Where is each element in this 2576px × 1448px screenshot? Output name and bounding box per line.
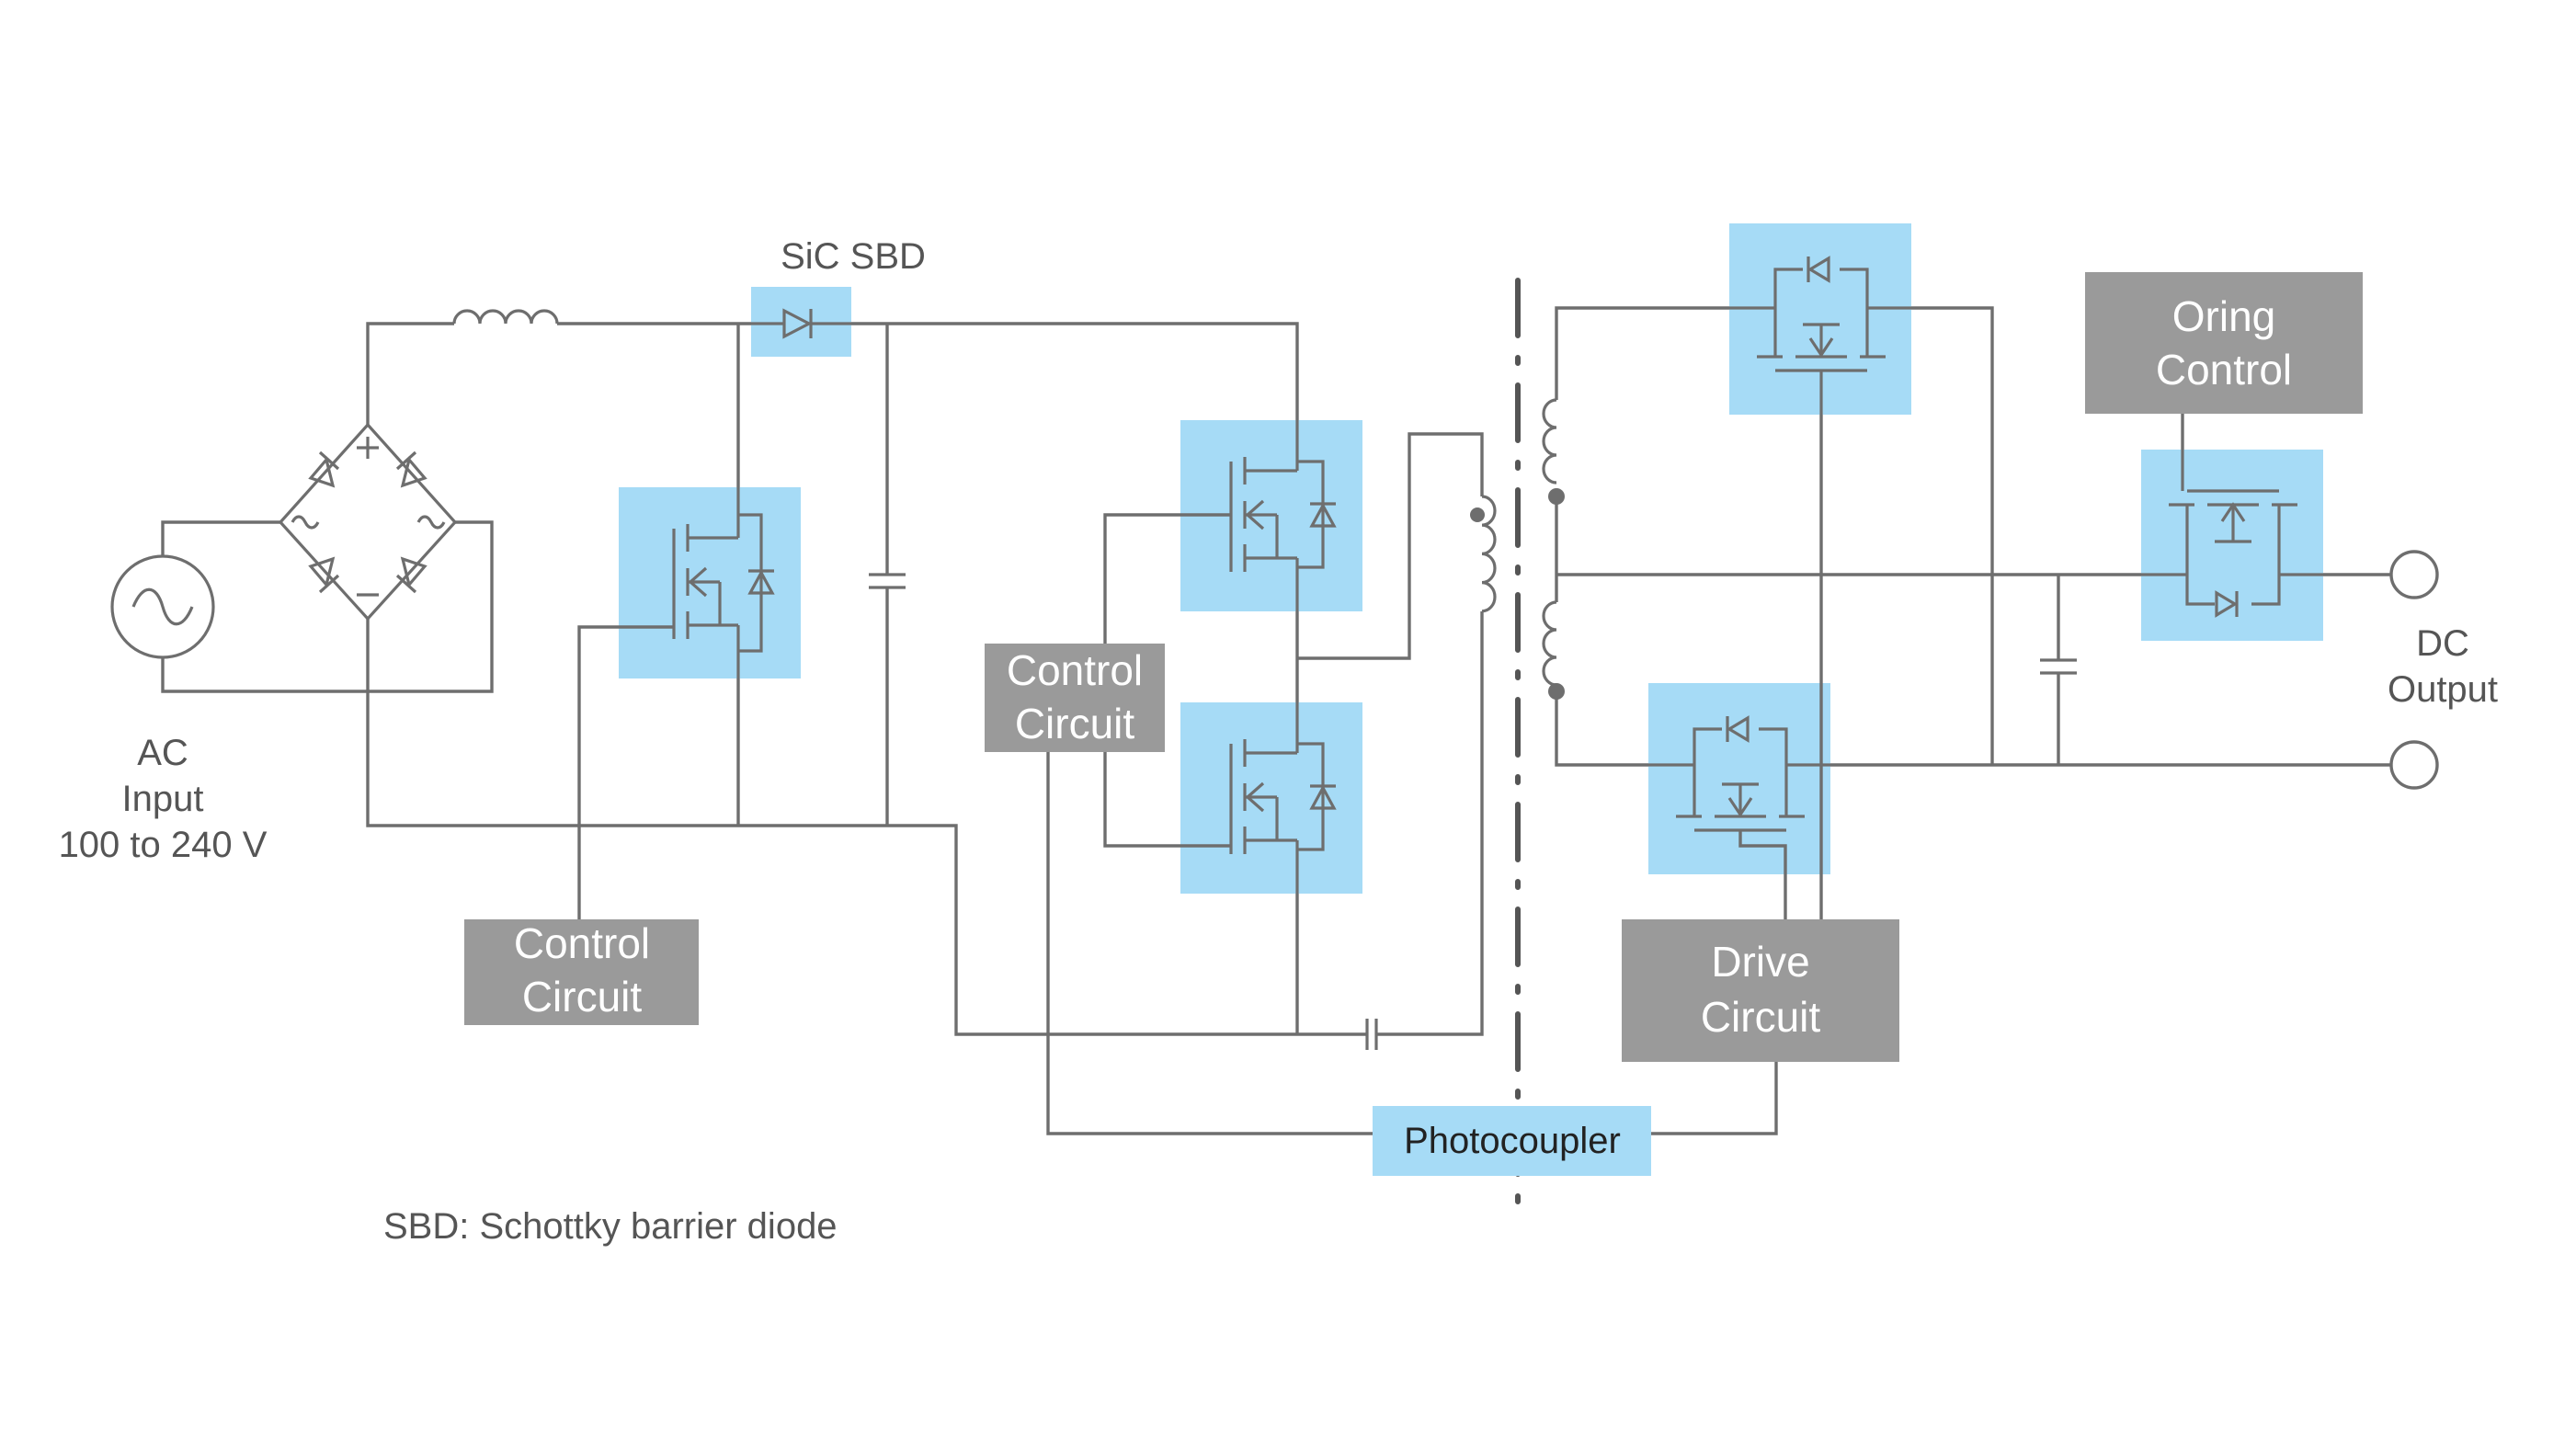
- output-capacitor: [2040, 658, 2077, 675]
- bulk-capacitor: [869, 573, 906, 589]
- resonant-capacitor: [1365, 1019, 1378, 1050]
- ac-input-label-line2: Input: [122, 779, 204, 819]
- upper-mosfet-symbol: [1229, 420, 1337, 611]
- bridge-rectifier: [278, 422, 458, 621]
- pfc-inductor: [452, 309, 559, 325]
- control-circuit-mid-label-line1: Control: [1007, 646, 1143, 694]
- footnote: SBD: Schottky barrier diode: [383, 1206, 838, 1247]
- oring-mosfet-highlight: [2141, 450, 2323, 641]
- transformer-primary: [1481, 495, 1497, 613]
- sic-sbd-diode: [751, 308, 851, 339]
- dc-output-positive-terminal: [2389, 550, 2439, 599]
- control-circuit-left-label-line1: Control: [514, 919, 650, 967]
- sic-sbd-highlight: [751, 287, 851, 357]
- transformer-secondary-lower: [1542, 600, 1557, 687]
- control-circuit-mid-label-line2: Circuit: [1015, 700, 1135, 747]
- control-circuit-mid-block: [985, 644, 1165, 752]
- ac-input-label-line1: AC: [137, 733, 188, 773]
- dc-output-label-line1: DC: [2416, 623, 2469, 664]
- sic-sbd-label: SiC SBD: [781, 236, 926, 277]
- oring-mosfet-symbol: [2141, 450, 2323, 618]
- lower-mosfet-symbol: [1229, 702, 1337, 894]
- dc-output-negative-terminal: [2389, 740, 2439, 790]
- control-circuit-left-block: [464, 919, 699, 1025]
- oring-control-label-line1: Oring: [2172, 292, 2275, 340]
- photocoupler-block: [1373, 1106, 1651, 1176]
- transformer-secondary-upper: [1542, 398, 1557, 485]
- drive-circuit-block: [1622, 919, 1899, 1062]
- pfc-mosfet-symbol: [672, 487, 775, 678]
- drive-circuit-label-line1: Drive: [1711, 938, 1809, 986]
- control-circuit-left-label-line2: Circuit: [522, 973, 643, 1020]
- drive-circuit-label-line2: Circuit: [1701, 993, 1821, 1041]
- oring-control-label-line2: Control: [2156, 346, 2292, 393]
- photocoupler-label: Photocoupler: [1404, 1121, 1621, 1161]
- ac-input-label-line3: 100 to 240 V: [59, 825, 268, 865]
- sync-rect-top-mosfet: [1729, 256, 1911, 415]
- oring-control-block: [2085, 272, 2363, 414]
- dc-output-label-line2: Output: [2388, 669, 2498, 710]
